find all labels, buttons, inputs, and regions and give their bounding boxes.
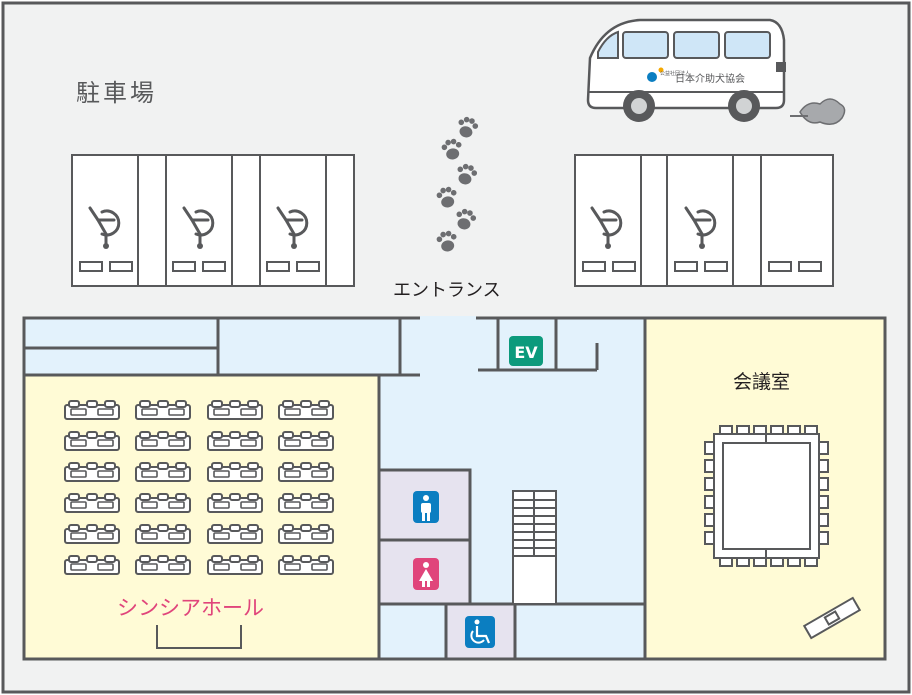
- parking-block-left: [71, 154, 355, 287]
- conference-table: [704, 425, 829, 567]
- male-restroom-icon: [413, 491, 439, 523]
- projector-icon: [802, 596, 862, 640]
- stairs: [512, 490, 557, 605]
- meeting-room-label: 会議室: [733, 371, 790, 393]
- hall-stage: [156, 625, 242, 649]
- van-logo-text: 日本介助犬協会: [675, 72, 745, 85]
- elevator-label: EV: [514, 343, 538, 362]
- hall-label: シンシアホール: [117, 596, 264, 620]
- entrance-label: エントランス: [393, 280, 501, 301]
- van-logo-small-text: 公益社団法人: [660, 70, 690, 77]
- van-icon: 公益社団法人 日本介助犬協会: [586, 18, 846, 125]
- female-restroom-icon: [413, 558, 439, 590]
- parking-label: 駐車場: [76, 79, 157, 107]
- building: EV 会議室: [22, 316, 887, 661]
- sincere-hall: [22, 373, 381, 661]
- elevator-icon: EV: [509, 336, 543, 366]
- wheelchair-restroom-icon: [465, 616, 495, 648]
